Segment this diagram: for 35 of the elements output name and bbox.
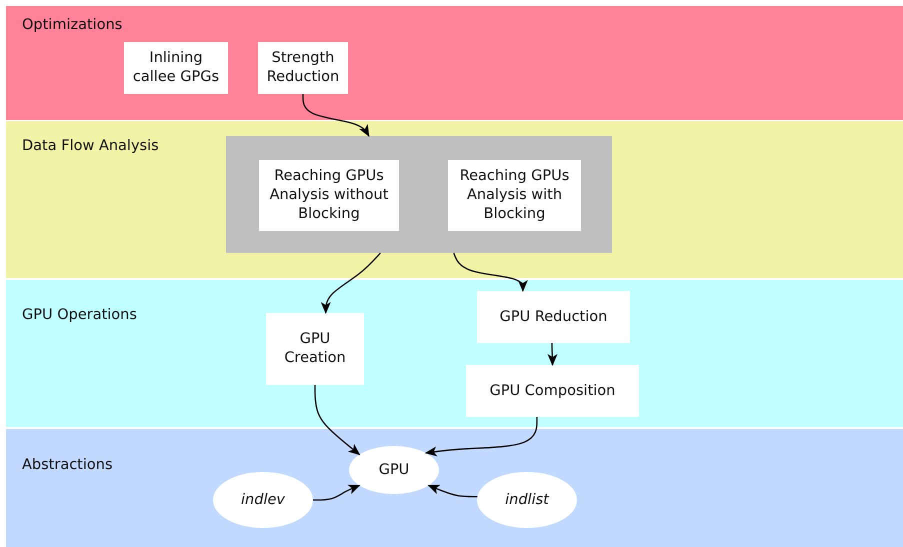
node-label: indlist [504, 492, 550, 508]
node-label: GPU Creation [283, 330, 347, 368]
band-panel [6, 429, 903, 547]
band-panel [6, 280, 903, 427]
process-box [124, 42, 228, 94]
arrow [548, 343, 558, 366]
arrow [320, 252, 381, 314]
node-label: Strength Reduction [266, 49, 340, 87]
band-label: Optimizations [22, 17, 122, 33]
group-box [226, 136, 612, 253]
node-label: Inlining callee GPGs [132, 49, 220, 87]
band-panel [6, 6, 903, 120]
process-box [266, 313, 364, 385]
node-label: Reaching GPUs Analysis without Blocking [268, 167, 390, 224]
process-box [448, 160, 581, 231]
band-label: Data Flow Analysis [22, 138, 159, 154]
band-label: Abstractions [22, 457, 113, 473]
arrow [453, 252, 528, 292]
node-label: GPU Reduction [498, 308, 608, 326]
node-label: GPU [378, 462, 410, 478]
arrow [302, 94, 370, 137]
arrow [314, 385, 360, 456]
arrow [428, 484, 478, 498]
arrow [424, 417, 538, 456]
band-label: GPU Operations [22, 307, 137, 323]
band-panel [6, 121, 903, 278]
node-label: GPU Composition [488, 382, 616, 400]
node-label: Reaching GPUs Analysis with Blocking [458, 167, 570, 224]
node-label: indlev [240, 492, 286, 508]
process-box [466, 365, 639, 417]
process-box [477, 291, 630, 343]
process-box [259, 160, 399, 231]
ellipse-node [349, 446, 439, 494]
arrow [313, 484, 360, 501]
process-box [258, 42, 348, 94]
